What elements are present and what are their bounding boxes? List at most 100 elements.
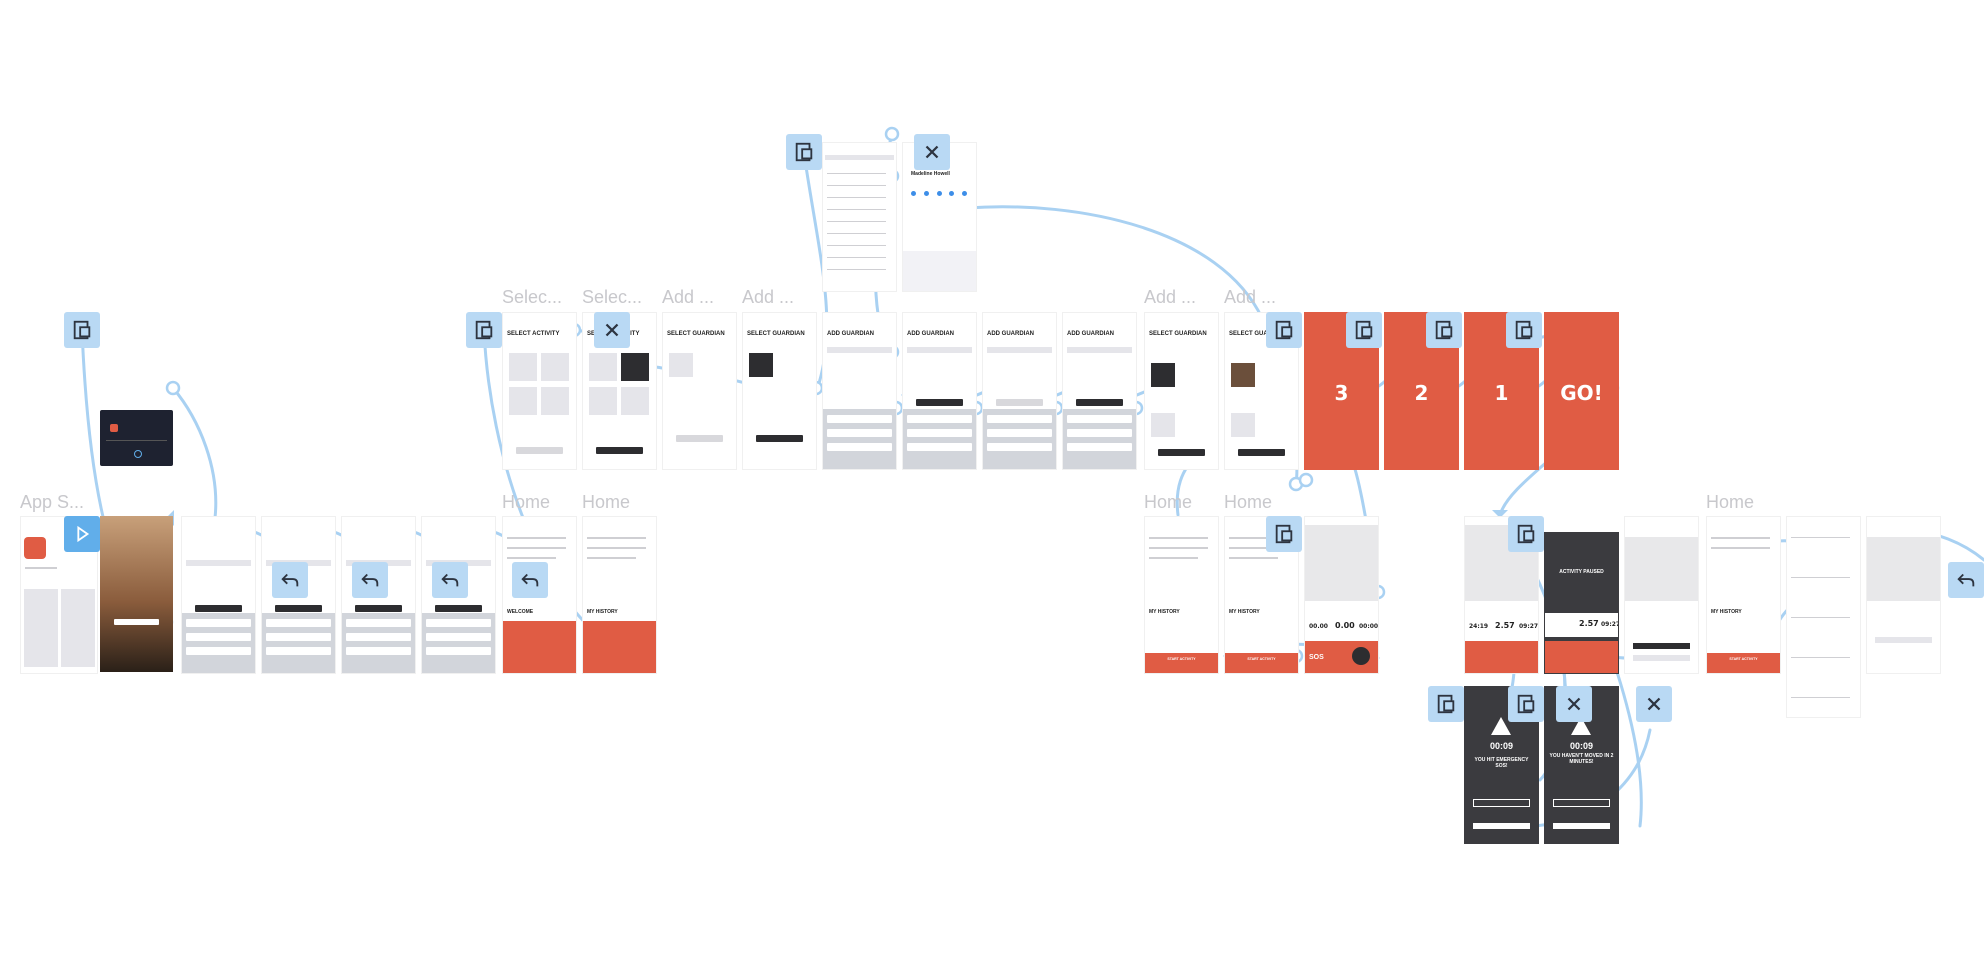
frame-label: App S... — [20, 492, 84, 513]
overlay-button[interactable] — [64, 312, 100, 348]
screen-add-guardian-2: ADD GUARDIAN — [902, 312, 977, 470]
screen-home-history: MY HISTORY — [582, 516, 657, 674]
frame-label: Home — [582, 492, 630, 513]
stat-pace: 09:27 — [1601, 621, 1619, 628]
overlay-button[interactable] — [1508, 516, 1544, 552]
frame-label: Selec... — [502, 287, 562, 308]
stat-time: 24:19 — [1469, 623, 1488, 630]
stat-distance: 2.57 — [1495, 621, 1515, 630]
screen-title: ADD GUARDIAN — [907, 331, 954, 337]
screen-title: SELECT GUARDIAN — [1149, 331, 1207, 337]
frame-label: Add ... — [742, 287, 794, 308]
back-icon — [359, 569, 381, 591]
overlay-button[interactable] — [1506, 312, 1542, 348]
overlay-icon — [71, 319, 93, 341]
screen-title: ADD GUARDIAN — [987, 331, 1034, 337]
overlay-icon — [1353, 319, 1375, 341]
alert-caption: YOU HIT EMERGENCY SOS! — [1469, 757, 1534, 769]
overlay-icon — [473, 319, 495, 341]
screen-activity-summary — [1624, 516, 1699, 674]
back-button[interactable] — [1948, 562, 1984, 598]
frame-label: Add ... — [1144, 287, 1196, 308]
overlay-icon — [1515, 693, 1537, 715]
flow-line — [967, 207, 1262, 318]
overlay-button[interactable] — [786, 134, 822, 170]
frame-label: Home — [1706, 492, 1754, 513]
flow-node — [167, 382, 179, 394]
overlay-button[interactable] — [1426, 312, 1462, 348]
back-icon — [279, 569, 301, 591]
contact-name: Madeline Howell — [911, 171, 950, 177]
close-button[interactable] — [1556, 686, 1592, 722]
my-history-label: MY HISTORY — [1149, 609, 1180, 615]
stat-pace: 00:00 — [1359, 623, 1378, 630]
overlay-button[interactable] — [1266, 312, 1302, 348]
screen-activity-paused: ACTIVITY PAUSED 2.57 09:27 — [1544, 532, 1619, 674]
my-history-label: MY HISTORY — [1229, 609, 1260, 615]
screen-signup-name — [181, 516, 256, 674]
frame-label: Selec... — [582, 287, 642, 308]
countdown-number: 3 — [1305, 381, 1378, 405]
overlay-icon — [793, 141, 815, 163]
countdown-number: 1 — [1465, 381, 1538, 405]
activity-paused-label: ACTIVITY PAUSED — [1549, 569, 1614, 575]
stat-pace: 09:27 — [1519, 623, 1538, 630]
countdown-number: 2 — [1385, 381, 1458, 405]
overlay-button[interactable] — [466, 312, 502, 348]
play-icon — [71, 523, 93, 545]
stat-distance: 0.00 — [1335, 621, 1355, 630]
back-icon — [519, 569, 541, 591]
screen-history-detail — [1866, 516, 1941, 674]
frame-label: Home — [1144, 492, 1192, 513]
stat-time: 00.00 — [1309, 623, 1328, 630]
close-button[interactable] — [1636, 686, 1672, 722]
back-button[interactable] — [352, 562, 388, 598]
overlay-button[interactable] — [1428, 686, 1464, 722]
screen-add-guardian-1: ADD GUARDIAN — [822, 312, 897, 470]
overlay-button[interactable] — [1508, 686, 1544, 722]
start-activity-label: START ACTIVITY — [1229, 657, 1294, 661]
start-activity-label: START ACTIVITY — [1711, 657, 1776, 661]
back-button[interactable] — [272, 562, 308, 598]
overlay-icon — [1433, 319, 1455, 341]
close-button[interactable] — [594, 312, 630, 348]
close-icon — [1643, 693, 1665, 715]
overlay-icon — [1515, 523, 1537, 545]
back-button[interactable] — [432, 562, 468, 598]
back-icon — [439, 569, 461, 591]
overlay-icon — [1273, 319, 1295, 341]
play-button[interactable] — [64, 516, 100, 552]
back-button[interactable] — [512, 562, 548, 598]
sos-label: SOS — [1309, 654, 1324, 661]
screen-title: SELECT ACTIVITY — [507, 331, 559, 337]
screen-add-guardian-4: ADD GUARDIAN — [1062, 312, 1137, 470]
welcome-label: WELCOME — [507, 609, 533, 615]
overlay-button[interactable] — [1346, 312, 1382, 348]
flow-node — [886, 128, 898, 140]
frame-label: Add ... — [1224, 287, 1276, 308]
overlay-icon — [1513, 319, 1535, 341]
screen-title: ADD GUARDIAN — [1067, 331, 1114, 337]
screen-contacts-list — [822, 142, 897, 292]
app-store-popup-card — [100, 410, 173, 466]
my-history-label: MY HISTORY — [1711, 609, 1742, 615]
close-button[interactable] — [914, 134, 950, 170]
screen-title: SELECT GUARDIAN — [667, 331, 725, 337]
frame-label: Add ... — [662, 287, 714, 308]
flow-line — [173, 388, 216, 518]
back-icon — [1955, 569, 1977, 591]
screen-title: ADD GUARDIAN — [827, 331, 874, 337]
frame-label: Home — [502, 492, 550, 513]
screen-add-guardian-3: ADD GUARDIAN — [982, 312, 1057, 470]
close-icon — [921, 141, 943, 163]
overlay-icon — [1273, 523, 1295, 545]
countdown-number: GO! — [1545, 381, 1618, 405]
screen-home-after: MY HISTORY START ACTIVITY — [1706, 516, 1781, 674]
flow-node — [1300, 474, 1312, 486]
screen-select-guardian-selected: SELECT GUARDIAN — [742, 312, 817, 470]
close-icon — [601, 319, 623, 341]
overlay-button[interactable] — [1266, 516, 1302, 552]
start-activity-label: START ACTIVITY — [1149, 657, 1214, 661]
